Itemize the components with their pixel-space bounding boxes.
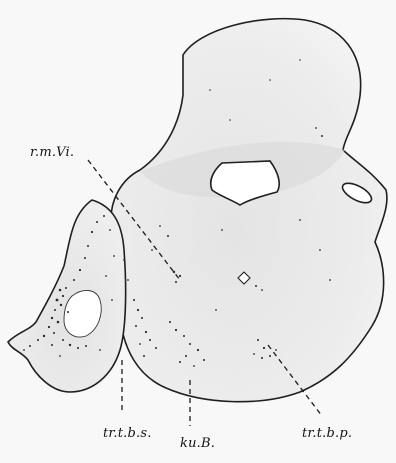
label-r-m-vi: r.m.Vi.	[30, 145, 74, 160]
left-lobe-outline	[8, 200, 126, 392]
label-tr-t-b-p: tr.t.b.p.	[302, 426, 352, 441]
main-section-outline	[111, 19, 387, 402]
label-tr-t-b-s: tr.t.b.s.	[103, 426, 152, 441]
label-ku-b: ku.B.	[180, 436, 215, 451]
